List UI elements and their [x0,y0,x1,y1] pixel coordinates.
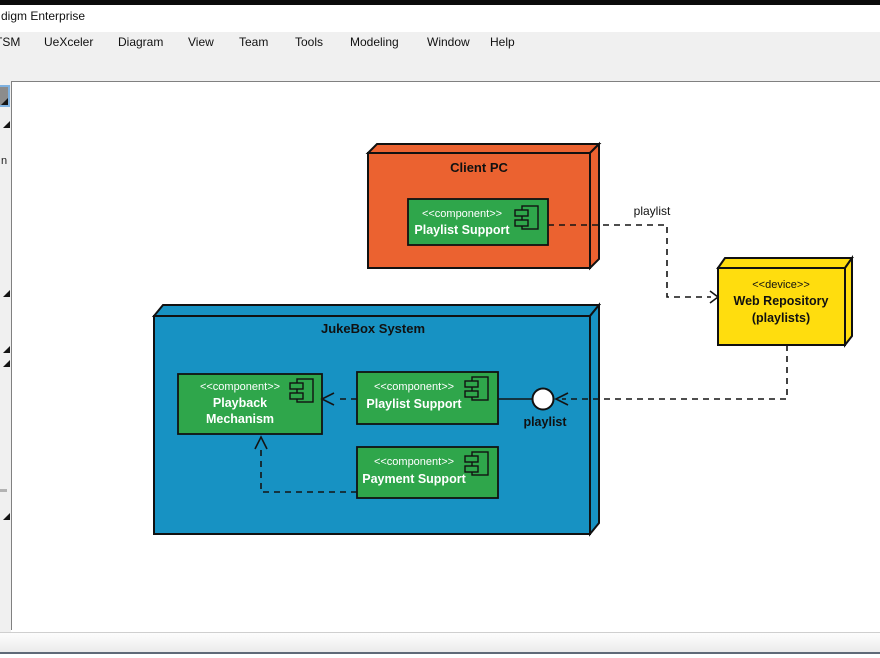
menu-uexceler[interactable]: UeXceler [44,35,94,49]
node-name: Web Repository [734,294,829,308]
tool-dropdown-corner-icon[interactable] [3,290,10,297]
edge-client-to-webrepo[interactable] [548,224,720,304]
edge-label: playlist [634,204,671,218]
component-icon-tab [464,380,479,388]
palette-separator [0,489,7,492]
component-name: Payment Support [362,472,466,486]
edge-line [548,224,711,298]
component-icon-tab [464,390,479,398]
status-bar [0,632,880,652]
edge-playlist-to-playback[interactable] [320,392,357,406]
component-stereotype: <<component>> [200,381,280,393]
component-stereotype: <<component>> [374,456,454,468]
menu-tools[interactable]: Tools [295,35,324,49]
edge-line [260,450,357,493]
node-top-face [716,257,854,269]
menu-itsm[interactable]: TSM [0,35,21,49]
node-title: JukeBox System [321,321,425,336]
component-stereotype: <<component>> [374,381,454,393]
edge-line [562,345,788,400]
node-client-pc[interactable] [365,141,602,271]
component-stereotype: <<component>> [422,208,502,220]
component-icon-tab [289,382,304,390]
open-arrowhead-icon [554,392,569,406]
node-web-repository[interactable] [716,254,854,348]
interface-label: playlist [523,415,567,429]
node-top-face [365,143,602,154]
component-name: Playlist Support [366,397,462,411]
title-bar: digm Enterprise [0,5,880,32]
component-playback-mechanism[interactable] [177,373,323,435]
open-arrowhead-icon [320,392,335,406]
node-front-face [717,267,846,346]
edge-payment-to-playback[interactable] [254,435,357,493]
status-bar-edge [0,652,880,654]
component-jukebox-playlist-support[interactable] [356,371,499,425]
node-title: Client PC [450,160,508,175]
node-top-face [151,304,602,317]
component-name: Mechanism [206,412,274,426]
tool-dropdown-corner-icon[interactable] [3,513,10,520]
tool-dropdown-corner-icon[interactable] [3,360,10,367]
menu-team[interactable]: Team [239,35,269,49]
palette-item-label[interactable]: n [1,155,8,167]
component-icon-tab [464,465,479,473]
diagram-tool-palette: n [0,82,11,632]
toolbar-strip [0,53,880,82]
menu-modeling[interactable]: Modeling [350,35,399,49]
component-client-playlist-support[interactable] [407,198,549,246]
palette-selection-tool[interactable] [0,85,10,107]
edge-webrepo-to-interface[interactable] [554,345,788,406]
menu-help[interactable]: Help [490,35,515,49]
interface-ball-icon [531,387,555,411]
node-right-face [844,254,853,348]
menu-view[interactable]: View [188,35,214,49]
component-icon-tab [289,392,304,400]
node-stereotype: <<device>> [752,279,810,291]
component-payment-support[interactable] [356,446,499,499]
component-icon-tab [514,219,529,227]
menu-diagram[interactable]: Diagram [118,35,164,49]
menu-bar: TSM UeXceler Diagram View Team Tools Mod… [0,32,880,53]
node-qualifier: (playlists) [752,311,810,325]
tool-dropdown-corner-icon [1,98,8,105]
tool-dropdown-corner-icon[interactable] [3,346,10,353]
open-arrowhead-icon [254,435,268,450]
component-name: Playlist Support [414,223,510,237]
component-icon-tab [514,209,529,217]
tool-dropdown-corner-icon[interactable] [3,121,10,128]
menu-window[interactable]: Window [427,35,470,49]
deployment-diagram: Client PC <<component>> Playlist Support… [151,141,854,537]
interface-ball-playlist[interactable] [498,387,555,411]
node-right-face [589,302,600,537]
open-arrowhead-icon [709,290,720,304]
node-right-face [589,141,600,271]
window-title: digm Enterprise [1,9,86,23]
component-icon-tab [464,455,479,463]
component-name: Playback [213,396,267,410]
window-top-edge [0,0,880,5]
